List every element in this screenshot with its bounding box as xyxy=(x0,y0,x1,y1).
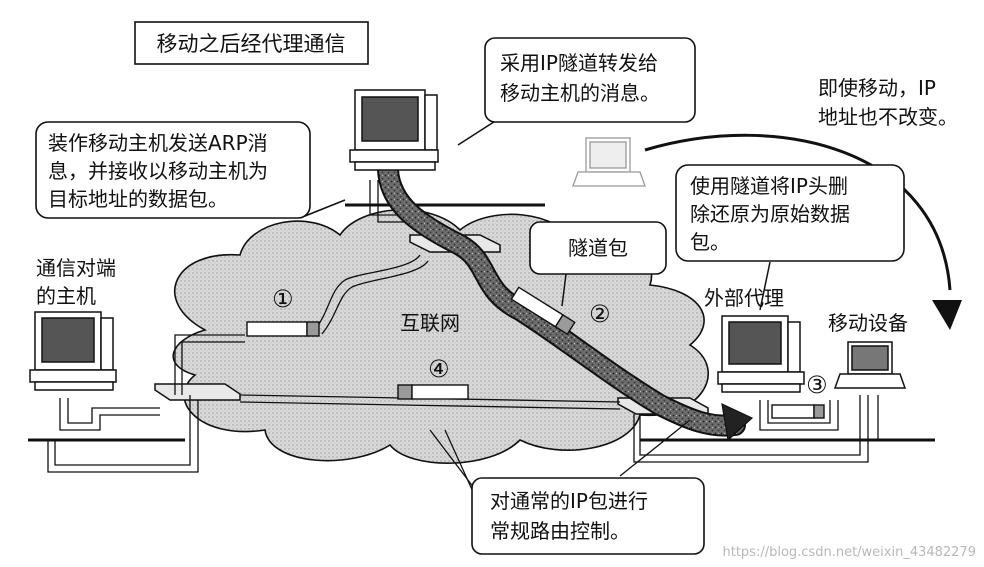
step-2: ② xyxy=(589,300,611,328)
callout-arp-proxy-text: 装作移动主机发送ARP消 息，并接收以移动主机为 目标地址的数据包。 xyxy=(48,131,274,211)
mobile-device-laptop xyxy=(833,341,907,389)
connection-paths xyxy=(47,180,879,473)
movement-arrow xyxy=(644,133,952,291)
callout-normal-routing-text: 对通常的IP包进行 常规路由控制。 xyxy=(490,489,654,543)
mobile-device-laptop-before-move xyxy=(572,137,646,187)
callout-normal-routing xyxy=(429,419,705,555)
callout-tunnel-strip-text: 使用隧道将IP头删 除还原为原始数据 包。 xyxy=(690,174,856,254)
ip-tunnel xyxy=(377,159,754,442)
callout-tunnel-packet xyxy=(529,221,667,307)
label-foreign-agent: 外部代理 xyxy=(704,286,784,310)
packet-2-tunneled xyxy=(510,286,576,336)
packets xyxy=(246,286,825,419)
callout-ip-unchanged-text: 即使移动，IP 地址也不改变。 xyxy=(818,76,958,129)
home-agent-computer xyxy=(349,89,439,171)
callout-tunnel-packet-text: 隧道包 xyxy=(568,236,628,260)
title-box xyxy=(134,21,369,65)
callout-tunnel-strip xyxy=(675,164,905,311)
step-3: ③ xyxy=(806,371,828,399)
foreign-agent-computer xyxy=(717,315,805,393)
callout-ip-tunnel-forward xyxy=(457,37,696,146)
watermark: https://blog.csdn.net/weixin_43482279 xyxy=(722,545,976,560)
step-1: ① xyxy=(272,285,294,313)
diagram-title: 移动之后经代理通信 xyxy=(157,32,346,56)
label-internet: 互联网 xyxy=(400,311,460,335)
packet-3 xyxy=(771,404,825,419)
packet-4 xyxy=(397,384,469,400)
packet-1 xyxy=(246,321,320,337)
callout-ip-tunnel-forward-text: 采用IP隧道转发给 移动主机的消息。 xyxy=(500,51,664,105)
step-4: ④ xyxy=(428,355,450,383)
label-peer-host: 通信对端 的主机 xyxy=(36,256,122,308)
label-mobile-device: 移动设备 xyxy=(828,311,908,335)
peer-host-computer xyxy=(29,311,117,391)
movement-arrowhead xyxy=(932,300,962,330)
callout-arp-proxy xyxy=(35,121,346,219)
tunnel-arrowhead xyxy=(721,402,754,442)
router-peer xyxy=(154,383,241,401)
